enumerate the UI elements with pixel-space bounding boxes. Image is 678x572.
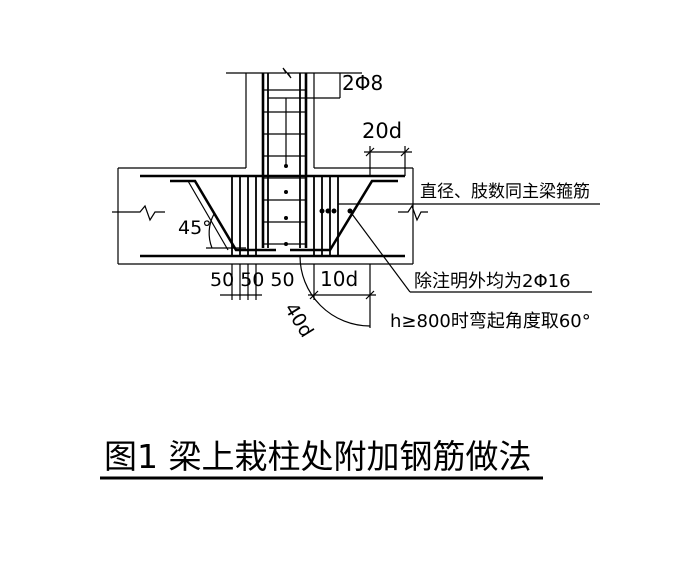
- column-outline: [118, 67, 413, 169]
- beam-bars: [140, 174, 405, 258]
- label-spacing: 50 50 50: [210, 269, 295, 291]
- figure-caption: 图1 梁上栽柱处附加钢筋做法: [104, 437, 532, 476]
- bent-up-bars: [170, 179, 398, 252]
- dim-spacing: [220, 264, 262, 300]
- leader-column-bars: [268, 73, 341, 166]
- label-column-bars: 2Φ8: [342, 71, 383, 95]
- angle-mark: [206, 213, 246, 249]
- label-stirrup-note: 直径、肢数同主梁箍筋: [420, 182, 590, 202]
- label-h-note: h≥800时弯起角度取60°: [390, 311, 591, 332]
- label-hook-length: 10d: [320, 267, 358, 291]
- dim-anchor-length: [364, 146, 412, 176]
- bar-section-marks: [284, 164, 353, 246]
- dim-hook-length: [308, 264, 376, 328]
- label-angle: 45°: [178, 217, 212, 239]
- label-bend-radius: 40d: [280, 299, 318, 341]
- bend-radius: [299, 255, 371, 327]
- added-stirrups: [231, 176, 339, 256]
- beam-outline: [112, 168, 428, 265]
- column-bars: [261, 73, 308, 248]
- label-default-bars: 除注明外均为2Φ16: [414, 271, 571, 292]
- leader-default-bars: [351, 213, 592, 293]
- label-anchor-length: 20d: [362, 119, 402, 143]
